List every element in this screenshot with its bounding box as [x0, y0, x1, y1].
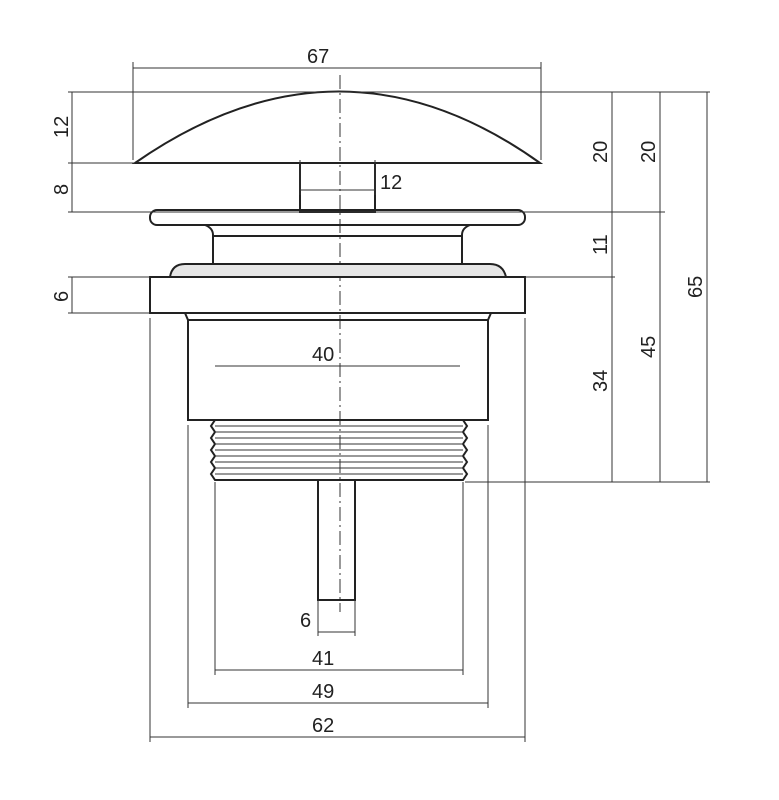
body [184, 312, 492, 421]
dim-6-collar: 6 [51, 291, 73, 302]
dim-12-cap: 12 [51, 116, 73, 138]
stem [299, 162, 376, 213]
dim-12-stem: 12 [380, 172, 402, 194]
dim-8: 8 [51, 184, 73, 195]
dim-20-a: 20 [590, 141, 612, 163]
dim-34: 34 [590, 370, 612, 392]
dim-6-rod: 6 [300, 610, 311, 632]
rod [317, 479, 356, 601]
collar [149, 276, 526, 314]
dim-41: 41 [312, 648, 334, 670]
seal-ring [168, 263, 508, 278]
cap [131, 90, 544, 164]
extension-lines [68, 62, 710, 742]
neck [204, 224, 471, 265]
dim-62: 62 [312, 715, 334, 737]
dim-49: 49 [312, 681, 334, 703]
dim-20-b: 20 [638, 141, 660, 163]
flange [149, 209, 526, 226]
dimension-lines [71, 67, 708, 738]
dim-11: 11 [590, 234, 612, 255]
dim-40: 40 [312, 344, 334, 366]
dim-45: 45 [638, 336, 660, 358]
dim-65: 65 [685, 276, 707, 298]
dim-67: 67 [307, 46, 329, 68]
thread [209, 419, 469, 481]
